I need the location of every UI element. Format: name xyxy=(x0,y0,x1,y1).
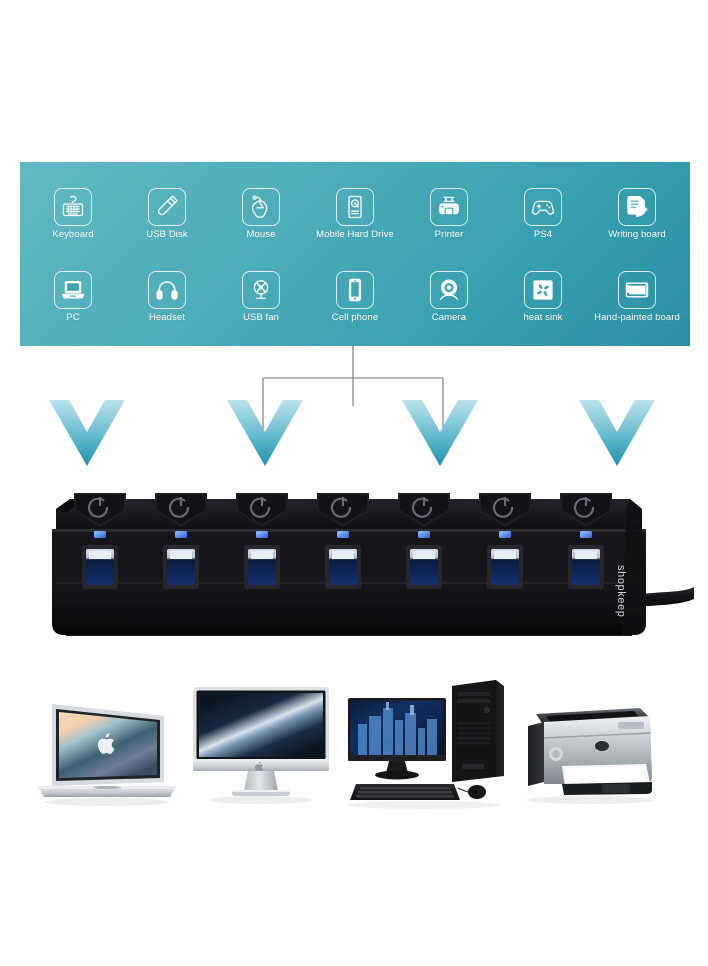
mouse-icon xyxy=(242,187,280,226)
hand-painted-board-icon xyxy=(618,270,656,309)
mobile-hard-drive-icon xyxy=(336,187,374,226)
laptop-icon xyxy=(54,270,92,309)
usb-disk-icon xyxy=(148,187,186,226)
power-symbol xyxy=(169,497,190,518)
led-indicator xyxy=(94,531,106,538)
down-arrow-icon xyxy=(47,394,127,468)
compat-item-label: Camera xyxy=(431,311,467,323)
compat-item-label: Keyboard xyxy=(52,228,94,240)
compat-item-ps4[interactable]: PS4 xyxy=(496,187,590,240)
device-printer xyxy=(518,692,660,808)
led-indicator xyxy=(580,531,592,538)
compat-item-label: Mobile Hard Drive xyxy=(316,228,394,240)
device-imac xyxy=(188,678,334,812)
compat-item-mouse[interactable]: Mouse xyxy=(214,187,308,240)
compat-item-printer[interactable]: Printer xyxy=(402,187,496,240)
down-arrow-icon xyxy=(400,394,480,468)
compat-item-label: USB fan xyxy=(242,311,280,323)
compat-item-usb-disk[interactable]: USB Disk xyxy=(120,187,214,240)
brand-label: shopkeep xyxy=(615,565,627,618)
compatibility-row-1: Keyboard USB Disk xyxy=(26,187,684,240)
camera-icon xyxy=(430,270,468,309)
compat-item-label: Writing board xyxy=(608,228,666,240)
compat-item-camera[interactable]: Camera xyxy=(402,270,496,323)
heat-sink-icon xyxy=(524,270,562,309)
cell-phone-icon xyxy=(336,270,374,309)
hub-port-group xyxy=(74,493,612,589)
compat-item-label: PC xyxy=(66,311,80,323)
power-symbol xyxy=(493,497,514,518)
compatibility-row-2: PC Headset USB xyxy=(26,270,684,323)
gamepad-icon xyxy=(524,187,562,226)
compat-item-label: Headset xyxy=(148,311,186,323)
compat-item-usb-fan[interactable]: USB fan xyxy=(214,270,308,323)
compat-item-writing-board[interactable]: Writing board xyxy=(590,187,684,240)
usb-fan-icon xyxy=(242,270,280,309)
compat-item-hand-painted-board[interactable]: Hand-painted board xyxy=(590,270,684,323)
power-symbol xyxy=(250,497,271,518)
device-desktop xyxy=(344,672,512,812)
power-symbol xyxy=(331,497,352,518)
device-laptop xyxy=(32,694,182,812)
compatibility-panel: Keyboard USB Disk xyxy=(20,162,690,346)
led-indicator xyxy=(175,531,187,538)
compat-item-label: Printer xyxy=(434,228,464,240)
compat-item-label: Mouse xyxy=(246,228,276,240)
compat-item-label: PS4 xyxy=(533,228,553,240)
power-symbol xyxy=(574,497,595,518)
power-cable xyxy=(634,587,694,607)
compat-item-label: Hand-painted board xyxy=(594,311,680,323)
compat-item-pc[interactable]: PC xyxy=(26,270,120,323)
led-indicator xyxy=(499,531,511,538)
led-indicator xyxy=(256,531,268,538)
compat-item-label: heat sink xyxy=(523,311,563,323)
usb-hub-product: shopkeep xyxy=(22,487,694,652)
power-symbol xyxy=(88,497,109,518)
led-indicator xyxy=(337,531,349,538)
compat-item-keyboard[interactable]: Keyboard xyxy=(26,187,120,240)
writing-board-icon xyxy=(618,187,656,226)
down-arrow-icon xyxy=(577,394,657,468)
compat-item-mobile-hard-drive[interactable]: Mobile Hard Drive xyxy=(308,187,402,240)
led-indicator xyxy=(418,531,430,538)
printer-icon xyxy=(430,187,468,226)
keyboard-icon xyxy=(54,187,92,226)
compat-item-heat-sink[interactable]: heat sink xyxy=(496,270,590,323)
compat-item-headset[interactable]: Headset xyxy=(120,270,214,323)
compat-item-label: USB Disk xyxy=(146,228,188,240)
compat-item-cell-phone[interactable]: Cell phone xyxy=(308,270,402,323)
connector-lines xyxy=(262,344,444,406)
down-arrow-icon xyxy=(225,394,305,468)
headset-icon xyxy=(148,270,186,309)
compat-item-label: Cell phone xyxy=(331,311,379,323)
power-symbol xyxy=(412,497,433,518)
